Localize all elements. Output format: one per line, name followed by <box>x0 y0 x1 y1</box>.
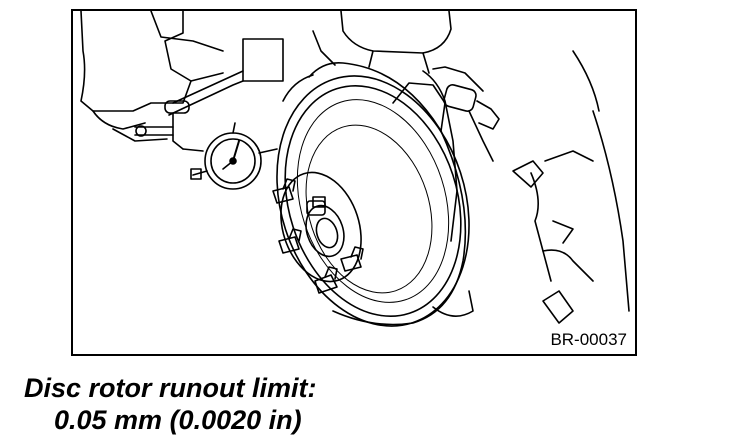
caption-title: Disc rotor runout limit: <box>24 373 317 403</box>
figure-id-label: BR-00037 <box>548 330 629 350</box>
brake-rotor-illustration <box>80 11 630 327</box>
dial-gauge <box>190 122 278 190</box>
wheel-stud <box>272 178 296 204</box>
strut-housing <box>312 11 452 74</box>
illustration-frame: BR-00037 <box>71 9 637 356</box>
magnetic-base <box>242 38 284 82</box>
dial-gauge-stand <box>134 38 284 152</box>
wheel-stud <box>314 266 338 294</box>
wheel-studs <box>272 178 364 294</box>
wheel-stud <box>278 228 302 254</box>
knuckle <box>392 66 500 242</box>
brake-line <box>512 50 630 324</box>
suspension-parts <box>80 11 224 142</box>
caption: Disc rotor runout limit: 0.05 mm (0.0020… <box>24 372 317 436</box>
wheel-hub <box>280 171 362 283</box>
disc-rotor <box>276 61 474 327</box>
caption-value: 0.05 mm (0.0020 in) <box>54 405 302 435</box>
wheel-stud <box>340 246 364 272</box>
